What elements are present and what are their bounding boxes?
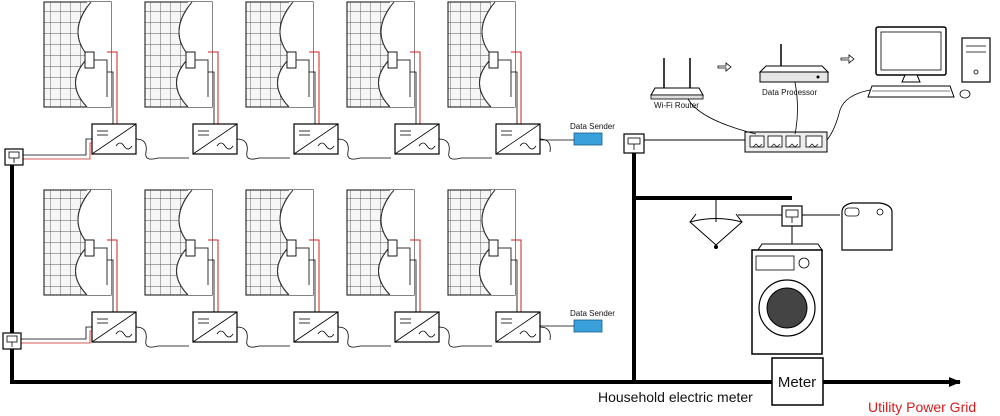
data-sender-top: Data Sender bbox=[540, 122, 615, 146]
outlet-box-household bbox=[781, 205, 803, 227]
network-switch bbox=[744, 131, 828, 153]
micro-inverter bbox=[192, 123, 290, 160]
computer-tower-icon bbox=[961, 37, 991, 83]
junction-box-bottom-left bbox=[2, 332, 22, 350]
data-sender-label-bottom: Data Sender bbox=[570, 309, 615, 318]
solar-panel bbox=[447, 1, 522, 124]
wifi-router-icon bbox=[650, 58, 704, 100]
trunk-cable bbox=[21, 326, 92, 344]
data-processor-label: Data Processor bbox=[762, 88, 817, 97]
flow-arrow-2 bbox=[840, 54, 855, 64]
chandelier-icon bbox=[688, 200, 744, 249]
micro-inverter bbox=[495, 311, 551, 343]
micro-inverter bbox=[192, 311, 290, 348]
solar-panel bbox=[144, 1, 219, 124]
solar-panel bbox=[346, 1, 421, 124]
micro-inverter bbox=[293, 123, 391, 160]
solar-panel bbox=[245, 189, 320, 312]
solar-panel bbox=[346, 189, 421, 312]
micro-inverter bbox=[91, 123, 189, 160]
rice-cooker-icon bbox=[841, 202, 893, 251]
micro-inverter bbox=[394, 311, 492, 348]
wifi-router-label: Wi-Fi Router bbox=[654, 101, 699, 110]
meter-label: Meter bbox=[778, 374, 816, 391]
solar-panel bbox=[447, 189, 522, 312]
data-processor-icon bbox=[758, 44, 830, 83]
junction-box-meter-side bbox=[623, 133, 645, 154]
solar-array bbox=[43, 1, 522, 312]
household-meter-box bbox=[771, 357, 824, 406]
keyboard-icon bbox=[867, 85, 955, 98]
household-electric-meter-label: Household electric meter bbox=[598, 389, 753, 405]
junction-box-top-left bbox=[4, 148, 24, 166]
data-sender-bottom: Data Sender bbox=[540, 309, 615, 333]
inverter-array bbox=[21, 123, 551, 348]
mouse-icon bbox=[959, 89, 971, 99]
solar-panel bbox=[43, 189, 118, 312]
utility-power-grid-label: Utility Power Grid bbox=[868, 399, 976, 415]
trunk-cable bbox=[23, 138, 92, 160]
main-power-bus bbox=[10, 153, 961, 387]
micro-inverter bbox=[293, 311, 391, 348]
washing-machine-icon bbox=[751, 243, 823, 355]
solar-panel bbox=[43, 1, 118, 124]
micro-inverter bbox=[394, 123, 492, 160]
data-sender-label-top: Data Sender bbox=[570, 122, 615, 131]
solar-panel bbox=[144, 189, 219, 312]
micro-inverter bbox=[91, 311, 189, 348]
solar-panel bbox=[245, 1, 320, 124]
micro-inverter bbox=[495, 123, 551, 155]
computer-monitor-icon bbox=[875, 26, 947, 83]
flow-arrow-1 bbox=[717, 62, 732, 72]
